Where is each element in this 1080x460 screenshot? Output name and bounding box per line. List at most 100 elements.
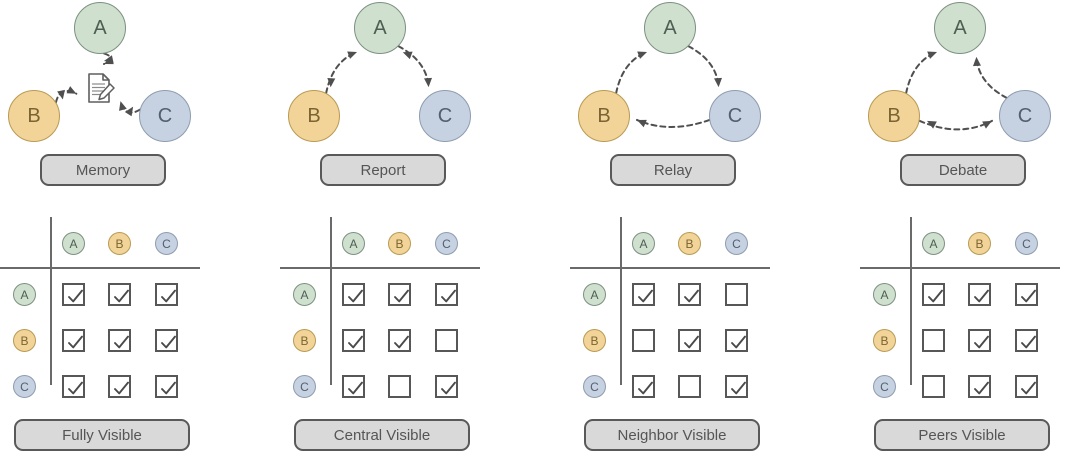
matrix-checkbox-A-C[interactable] [1015, 283, 1038, 306]
node-label: C [1022, 236, 1031, 251]
arrowhead-B-M [66, 86, 77, 94]
matrix-checkbox-A-C[interactable] [725, 283, 748, 306]
topology-label-memory[interactable]: Memory [40, 154, 166, 186]
arrowhead-B-A [927, 51, 938, 59]
matrix-col-header-B: B [388, 232, 411, 255]
matrix-checkbox-C-A[interactable] [632, 375, 655, 398]
matrix-checkbox-A-C[interactable] [155, 283, 178, 306]
matrix-checkbox-C-A[interactable] [922, 375, 945, 398]
matrix-horizontal-divider [570, 267, 770, 269]
arrowhead-B-A [637, 51, 648, 59]
edge-B-A [905, 51, 939, 95]
matrix-checkbox-B-C[interactable] [435, 329, 458, 352]
node-label: B [975, 236, 984, 251]
matrix-vertical-divider [910, 217, 912, 385]
matrix-checkbox-A-C[interactable] [435, 283, 458, 306]
edge-layer [54, 52, 142, 117]
matrix-row-header-C: C [13, 375, 36, 398]
matrix-row-header-A: A [873, 283, 896, 306]
node-label: A [373, 16, 387, 39]
visibility-label-fully-visible[interactable]: Fully Visible [14, 419, 190, 451]
arrowhead-C-M [119, 101, 127, 111]
matrix-checkbox-A-A[interactable] [62, 283, 85, 306]
matrix-checkbox-C-B[interactable] [678, 375, 701, 398]
matrix-checkbox-B-B[interactable] [108, 329, 131, 352]
graph-node-B: B [288, 90, 340, 142]
matrix-checkbox-C-B[interactable] [968, 375, 991, 398]
arrowhead-A-C [714, 77, 723, 88]
matrix-checkbox-B-A[interactable] [922, 329, 945, 352]
topology-graph: A B C [280, 0, 550, 155]
node-label: C [162, 236, 171, 251]
matrix-checkbox-C-C[interactable] [155, 375, 178, 398]
node-label: C [437, 104, 453, 127]
matrix-checkbox-B-C[interactable] [1015, 329, 1038, 352]
visibility-label-neighbor-visible[interactable]: Neighbor Visible [584, 419, 760, 451]
matrix-col-header-C: C [435, 232, 458, 255]
graph-node-A: A [934, 2, 986, 54]
matrix-checkbox-C-A[interactable] [62, 375, 85, 398]
node-label: C [732, 236, 741, 251]
arrowhead-A-C [424, 77, 433, 88]
arrowhead-M-B [57, 89, 65, 100]
visibility-label-peers-visible[interactable]: Peers Visible [874, 419, 1050, 451]
matrix-row-header-A: A [293, 283, 316, 306]
matrix-row-header-B: B [13, 329, 36, 352]
matrix-checkbox-A-A[interactable] [922, 283, 945, 306]
arrowhead-C-A [402, 51, 413, 60]
matrix-checkbox-B-B[interactable] [388, 329, 411, 352]
matrix-row-header-C: C [583, 375, 606, 398]
graph-node-A: A [74, 2, 126, 54]
matrix-checkbox-B-C[interactable] [725, 329, 748, 352]
matrix-checkbox-C-C[interactable] [1015, 375, 1038, 398]
matrix-checkbox-A-B[interactable] [678, 283, 701, 306]
matrix-checkbox-C-B[interactable] [108, 375, 131, 398]
node-label: A [590, 287, 599, 302]
visibility-label-central-visible[interactable]: Central Visible [294, 419, 470, 451]
matrix-checkbox-B-B[interactable] [968, 329, 991, 352]
arrowhead-A-B [327, 77, 336, 88]
edge-layer [905, 51, 1008, 131]
matrix-checkbox-A-B[interactable] [388, 283, 411, 306]
topology-label-debate[interactable]: Debate [900, 154, 1026, 186]
edge-A-C [397, 45, 430, 89]
edge-layer [615, 45, 723, 128]
topology-label-relay[interactable]: Relay [610, 154, 736, 186]
matrix-checkbox-C-C[interactable] [435, 375, 458, 398]
matrix-checkbox-C-B[interactable] [388, 375, 411, 398]
matrix-checkbox-A-B[interactable] [968, 283, 991, 306]
matrix-col-header-B: B [678, 232, 701, 255]
node-label: B [300, 333, 309, 348]
matrix-col-header-C: C [155, 232, 178, 255]
matrix-row-header-A: A [583, 283, 606, 306]
matrix-checkbox-C-A[interactable] [342, 375, 365, 398]
matrix-checkbox-A-A[interactable] [342, 283, 365, 306]
topology-label-report[interactable]: Report [320, 154, 446, 186]
matrix-col-header-A: A [342, 232, 365, 255]
matrix-checkbox-B-A[interactable] [342, 329, 365, 352]
matrix-checkbox-B-A[interactable] [632, 329, 655, 352]
node-label: B [115, 236, 124, 251]
edge-layer [325, 45, 433, 95]
matrix-row-header-C: C [873, 375, 896, 398]
matrix-row-header-B: B [293, 329, 316, 352]
matrix-checkbox-A-B[interactable] [108, 283, 131, 306]
arrowhead-B-C [982, 120, 992, 129]
matrix-checkbox-B-A[interactable] [62, 329, 85, 352]
matrix-checkbox-B-B[interactable] [678, 329, 701, 352]
graph-node-B: B [578, 90, 630, 142]
matrix-checkbox-B-C[interactable] [155, 329, 178, 352]
matrix-vertical-divider [330, 217, 332, 385]
matrix-col-header-C: C [725, 232, 748, 255]
node-label: B [597, 104, 611, 127]
matrix-checkbox-C-C[interactable] [725, 375, 748, 398]
matrix-checkbox-A-A[interactable] [632, 283, 655, 306]
matrix-row-header-B: B [583, 329, 606, 352]
matrix-col-header-A: A [922, 232, 945, 255]
